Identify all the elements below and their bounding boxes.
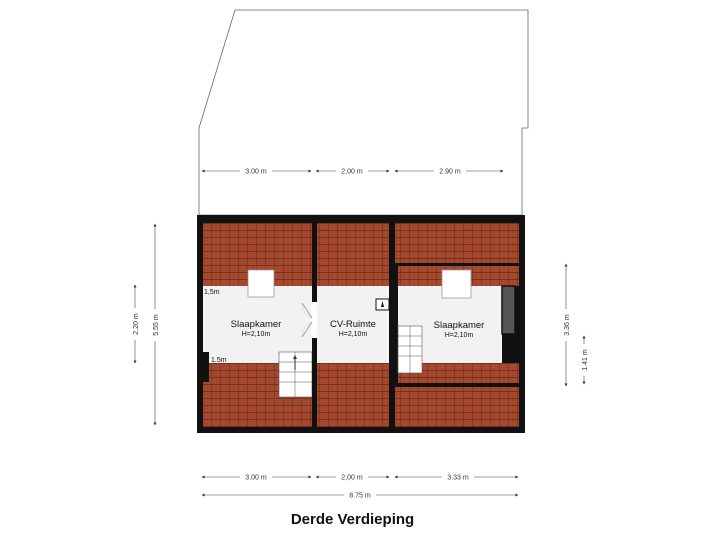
skylight-2 <box>441 269 472 299</box>
chimney <box>501 285 516 335</box>
dimension-labels: 3.00 m 2,00 m 2.90 m 3.00 m 2,00 m 3.33 … <box>130 166 589 500</box>
dim-top-1: 3.00 m <box>245 169 267 176</box>
room-1-name: Slaapkamer <box>231 319 282 330</box>
dim-bottom-2: 2,00 m <box>341 475 363 482</box>
door-swing <box>301 302 313 338</box>
room-2-name: CV-Ruimte <box>330 319 376 330</box>
dim-bottom-3: 3.33 m <box>447 475 469 482</box>
dim-right-outer: 3.36 m <box>564 314 571 336</box>
dim-top-3: 2.90 m <box>439 169 461 176</box>
dim-bottom-1: 3.00 m <box>245 475 267 482</box>
room-2-height: H=2,10m <box>339 331 368 338</box>
boiler-icon <box>375 298 390 311</box>
dim-left-inner: 2.20 m <box>133 313 140 335</box>
dim-right-inner: 1.41 m <box>582 349 589 371</box>
dim-total: 8.75 m <box>349 493 371 500</box>
room-1-floor <box>203 286 312 363</box>
height-note-1: 1,5m <box>204 289 220 296</box>
room-3-name: Slaapkamer <box>434 320 485 331</box>
room-3-height: H=2,10m <box>445 332 474 339</box>
dim-top-2: 2,00 m <box>341 169 363 176</box>
dim-left-outer: 5.55 m <box>153 314 160 336</box>
roof-outline <box>198 9 529 216</box>
room-1-height: H=2,10m <box>242 331 271 338</box>
page-title: Derde Verdieping <box>290 511 415 528</box>
stair-2 <box>397 325 423 374</box>
stair-1 <box>278 351 313 404</box>
skylight-1 <box>247 269 275 298</box>
height-note-2: 1.5m <box>211 357 227 364</box>
